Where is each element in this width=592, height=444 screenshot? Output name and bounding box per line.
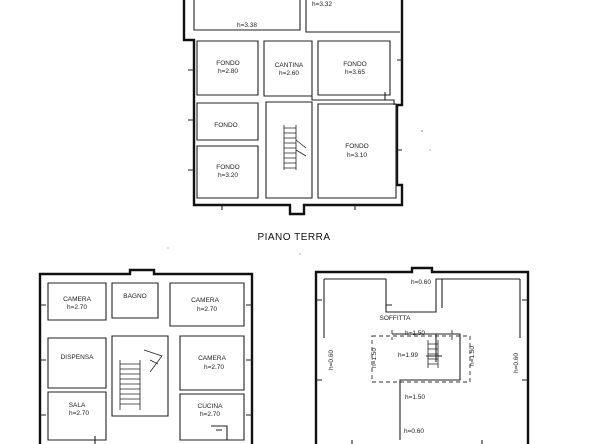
ground-room-cantina-height: h=2.60 [279,70,299,77]
ground-room-fondo-1-height: h=2.80 [218,68,238,75]
first-room-camera-3-label: CAMERA [198,355,226,362]
ground-floor-plan: h=3.38 h=3.32 FONDO h=2.80 CANTINA h=2.6… [182,0,404,243]
ground-stair-room-walls [265,101,313,199]
ground-room-fondo-4-label: FONDO [216,164,239,171]
first-room-dispensa-label: DISPENSA [61,354,95,361]
ground-lower-right-walls [317,103,397,199]
attic-height-center: h=1.99 [398,352,418,359]
ground-room-fondo-5-height: h=3.10 [347,152,367,159]
attic-height-center-top: h=1.50 [405,330,425,337]
first-room-camera-1-label: CAMERA [63,296,91,303]
first-room-bagno-label: BAGNO [123,293,146,300]
attic-height-right-inner: h=1.50 [469,346,476,366]
first-staircase [119,349,163,410]
attic-height-bottom: h=0.60 [404,428,424,435]
attic-height-center-bottom: h=1.50 [405,394,425,401]
ground-window-marks [188,59,402,210]
attic-height-top: h=0.60 [411,279,431,286]
ground-room-cantina-label: CANTINA [275,62,304,69]
ground-room-fondo-4-height: h=3.20 [218,172,238,179]
first-room-cucina-height: h=2.70 [200,411,220,418]
attic-plan: h=0.60 SOFFITTA h=1.50 h=1.99 h=1.50 h=0… [314,266,530,444]
ground-lower-left-walls [196,102,259,199]
attic-staircase [427,340,439,368]
ground-room-top-left-height: h=3.38 [237,22,257,29]
attic-outer-wall [314,266,530,444]
ground-top-rooms-walls [193,0,400,33]
first-outer-wall [38,268,254,444]
first-room-walls [47,282,245,441]
ground-room-fondo-1-label: FONDO [216,60,239,67]
ground-outer-wall [182,0,404,216]
ground-room-fondo-3-label: FONDO [214,122,237,129]
first-room-cucina-label: CUCINA [198,403,224,410]
first-room-camera-3-height: h=2.70 [204,364,224,371]
attic-height-right: h=0.60 [513,353,520,373]
ground-corridor-walls [311,92,395,105]
ground-staircase [283,125,307,170]
attic-soffitta-label: SOFFITTA [380,315,412,322]
attic-roof-lines [371,330,471,383]
first-room-camera-2-label: CAMERA [191,297,219,304]
ground-room-fondo-5-label: FONDO [345,143,368,150]
first-window-marks [40,304,252,444]
attic-window-marks [316,299,528,444]
ground-room-top-right-height: h=3.32 [312,1,332,8]
first-floor-plan: CAMERA h=2.70 BAGNO CAMERA h=2.70 DISPEN… [38,268,254,444]
scan-noise [167,130,431,255]
attic-height-left: h=0.60 [328,350,335,370]
attic-height-left-inner: h=1.50 [371,348,378,368]
ground-room-fondo-2-label: FONDO [343,61,366,68]
first-room-camera-1-height: h=2.70 [67,304,87,311]
attic-inner-walls [323,278,521,440]
ground-room-fondo-2-height: h=3.65 [345,69,365,76]
first-room-camera-2-height: h=2.70 [197,306,217,313]
first-room-sala-label: SALA [69,402,86,409]
first-room-sala-height: h=2.70 [69,410,89,417]
ground-floor-title: PIANO TERRA [257,232,330,243]
